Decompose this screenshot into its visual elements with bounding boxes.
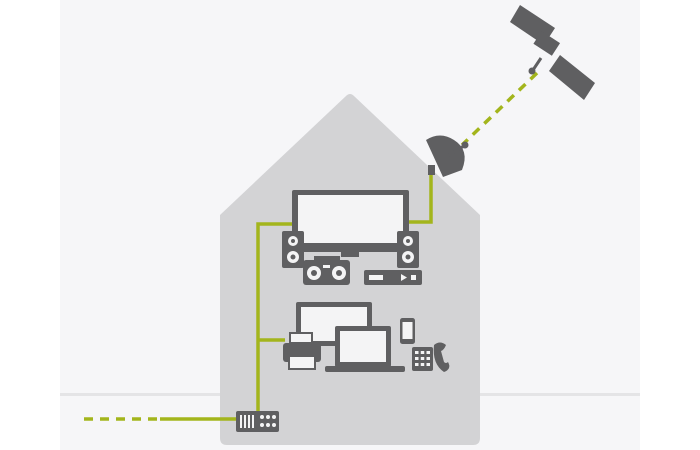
tv-icon <box>292 190 409 257</box>
satellite-icon <box>510 5 595 100</box>
smartphone-icon <box>400 318 415 344</box>
set-top-box-icon <box>364 270 422 285</box>
satellite-link-dashed <box>460 71 539 147</box>
in-house-cable <box>160 167 433 421</box>
cable-network <box>84 71 539 421</box>
printer-icon <box>283 332 321 370</box>
speaker-icon <box>282 231 304 268</box>
satellite-dish-icon <box>426 135 469 177</box>
speaker-icon <box>397 231 419 268</box>
phone-icon <box>412 342 450 372</box>
laptop-icon <box>325 326 405 372</box>
boombox-icon <box>303 256 350 285</box>
router-icon <box>236 411 279 432</box>
